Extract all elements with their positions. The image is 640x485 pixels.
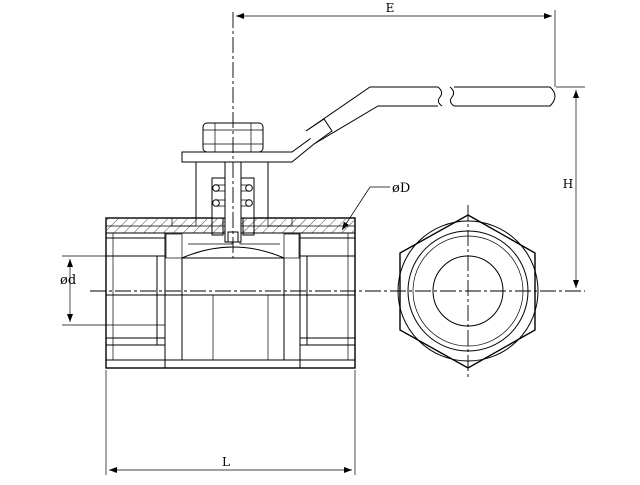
dimension-d-large: øD [341,181,410,231]
hex-outline [399,214,536,369]
handle-lever-top [305,86,438,132]
dimension-l: L [105,370,356,475]
front-view [105,86,556,369]
handle-grip [305,118,333,145]
dimension-label-l: L [222,455,230,469]
ball-bore [212,294,269,361]
dimension-label-e: E [386,1,395,15]
dimension-label-od: øD [392,181,410,196]
handle-end [454,86,556,107]
handle-lever-bottom [313,105,438,145]
left-seat-hatch [165,233,183,259]
center-lines [90,12,585,380]
dimension-h: H [556,86,585,288]
right-seat-hatch [283,233,300,259]
dimension-e: E [236,1,556,87]
ball-edges [181,258,285,360]
dimension-label-id: ød [60,273,76,288]
dimension-label-h: H [563,177,573,191]
dimension-d-small: ød [60,255,165,326]
